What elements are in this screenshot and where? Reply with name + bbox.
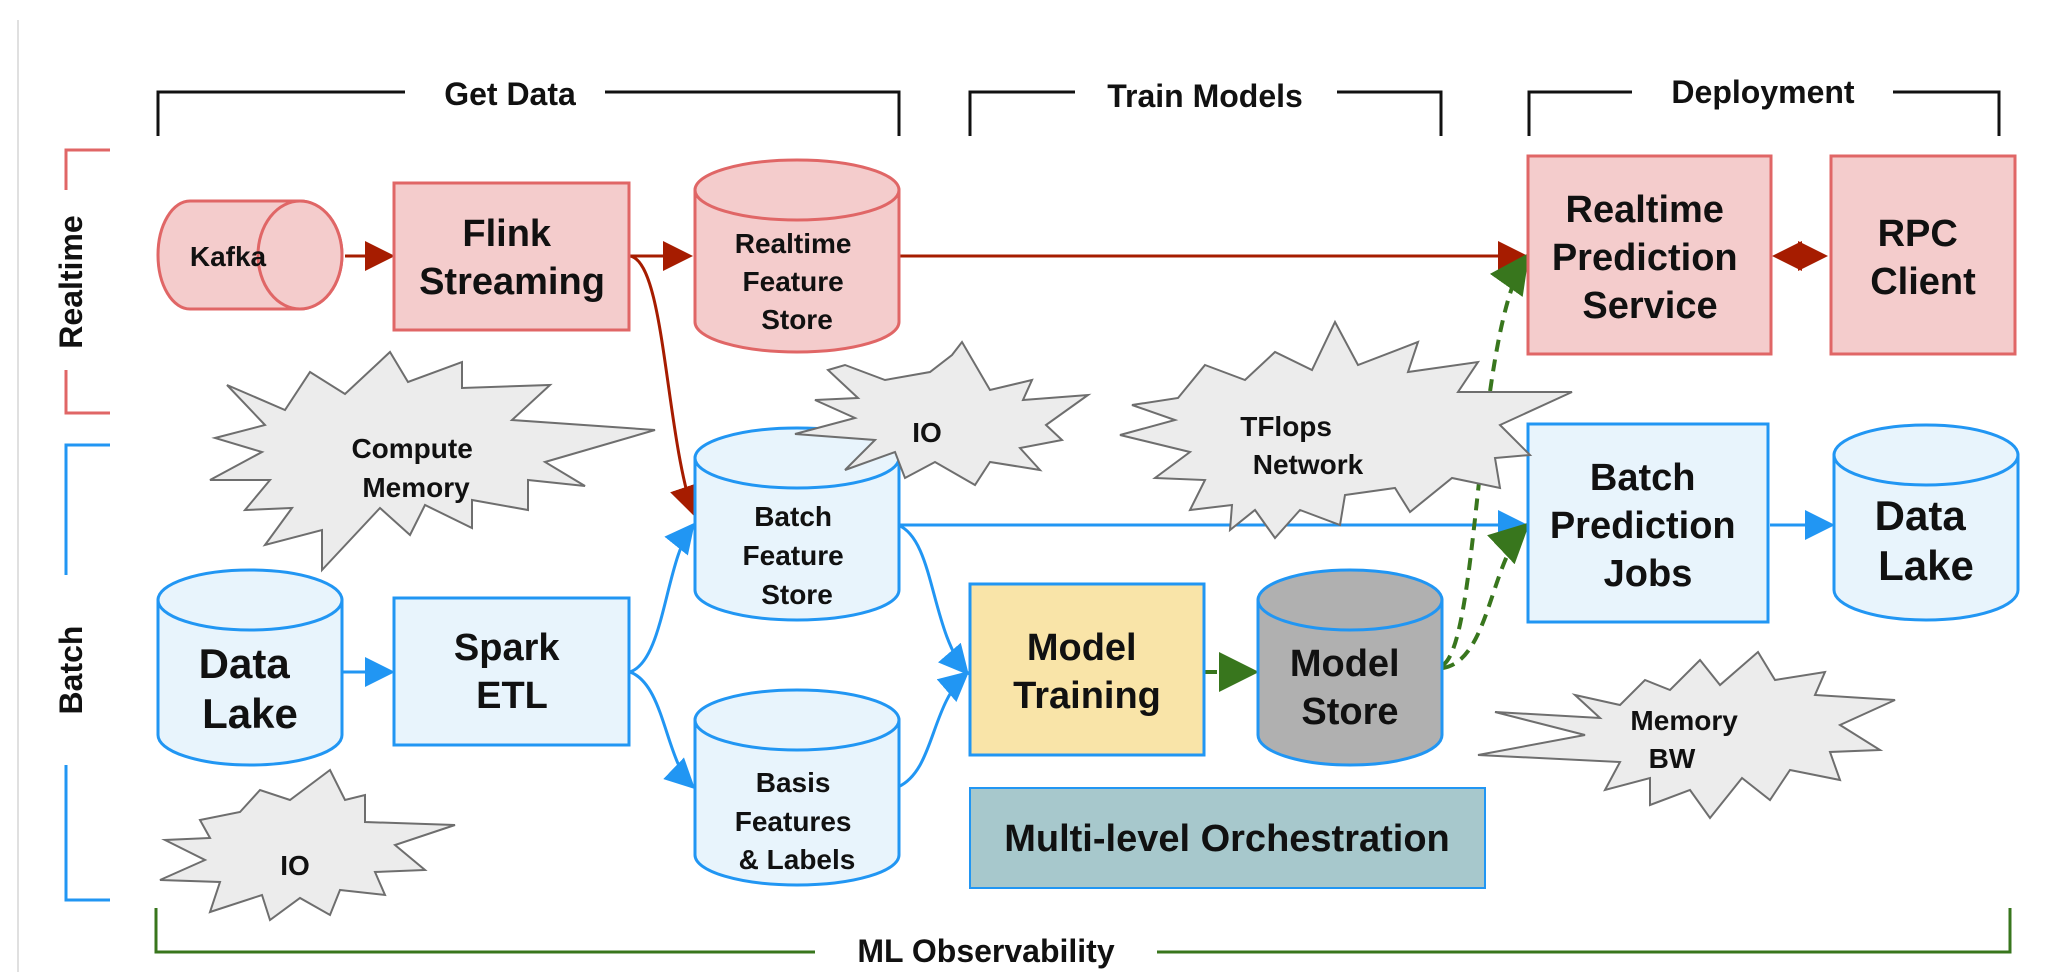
group-label-deployment: Deployment (1671, 74, 1854, 110)
svg-text:Memory BW: Memory BW (1630, 705, 1745, 774)
flink-label-2: Streaming (419, 261, 605, 303)
training-label-1: Model (1027, 627, 1137, 669)
group-label-get-data: Get Data (444, 76, 576, 112)
bracket-ml-observability: ML Observability (154, 908, 2012, 969)
batch-store-label-3: Store (761, 579, 833, 610)
group-label-ml-observability: ML Observability (857, 933, 1114, 969)
svg-text:Batch Feature Stor: Batch Feature Store (743, 501, 852, 610)
node-kafka: Kafka (156, 199, 344, 311)
edge-flink-batchstore (629, 254, 699, 516)
batch-store-label-2: Feature (743, 540, 844, 571)
node-basis-features-labels: Basis Features & Labels (693, 688, 901, 887)
orchestration-box: Multi-level Orchestration (969, 787, 1486, 889)
svg-text:TFlops Network: TFlops Network (1240, 411, 1363, 480)
svg-text:Spark ETL: Spark ETL (454, 627, 570, 717)
tflops-label-2: Network (1253, 449, 1364, 480)
edge-basis-training (897, 671, 970, 789)
node-flink-streaming: Flink Streaming (392, 181, 631, 332)
orchestration-label: Multi-level Orchestration (1004, 818, 1450, 860)
svg-text:Flink Streaming: Flink Streaming (419, 213, 605, 303)
data-lake-in-label-1: Data (199, 640, 291, 687)
rt-pred-label-2: Prediction (1552, 237, 1738, 279)
batch-pred-label-1: Batch (1590, 457, 1696, 499)
svg-text:Data Lake: Data Lake (1875, 492, 1978, 589)
svg-text:Realtime Feature S: Realtime Feature Store (735, 228, 860, 335)
rpc-label-1: RPC (1878, 213, 1958, 255)
node-rpc-client: RPC Client (1829, 154, 2017, 356)
node-batch-prediction-jobs: Batch Prediction Jobs (1526, 422, 1770, 624)
model-store-label-2: Store (1301, 691, 1398, 733)
batch-store-label-1: Batch (754, 501, 832, 532)
training-label-2: Training (1013, 675, 1161, 717)
svg-text:Compute Memory: Compute Memory (351, 433, 480, 503)
rt-store-label-3: Store (761, 304, 833, 335)
lane-realtime: Realtime (52, 148, 110, 415)
rt-pred-label-1: Realtime (1566, 189, 1724, 231)
edge-spark-basis (629, 670, 696, 790)
model-store-label-1: Model (1290, 643, 1400, 685)
basis-label-2: Features (735, 806, 852, 837)
batch-pred-label-3: Jobs (1604, 553, 1693, 595)
rt-store-label-2: Feature (743, 266, 844, 297)
rt-pred-label-3: Service (1582, 285, 1717, 327)
edge-batchstore-training (897, 523, 969, 676)
lane-batch: Batch (52, 443, 110, 902)
data-lake-in-label-2: Lake (202, 690, 298, 737)
svg-text:Batch Prediction J: Batch Prediction Jobs (1550, 457, 1746, 595)
node-data-lake-output: Data Lake (1832, 423, 2020, 622)
callout-compute-memory: Compute Memory (209, 350, 656, 573)
bracket-deployment: Deployment (1527, 74, 2001, 136)
node-data-lake-input: Data Lake (156, 568, 344, 767)
svg-text:Model Training: Model Training (1013, 627, 1161, 717)
memory-bw-label-2: BW (1649, 743, 1696, 774)
memory-bw-label-1: Memory (1630, 705, 1738, 736)
data-lake-out-label-2: Lake (1878, 542, 1974, 589)
rt-store-label-1: Realtime (735, 228, 852, 259)
callout-tflops-network: TFlops Network (1119, 319, 1573, 540)
callout-io-bottom: IO (159, 768, 456, 922)
svg-text:Model Store: Model Store (1290, 643, 1410, 733)
svg-text:Data Lake: Data Lake (199, 640, 302, 737)
io-bottom-label: IO (280, 850, 310, 881)
spark-label-2: ETL (476, 675, 548, 717)
callout-io-top: IO (794, 340, 1092, 487)
svg-text:Realtime Prediction: Realtime Prediction Service (1552, 189, 1748, 327)
flink-label-1: Flink (462, 213, 552, 255)
node-model-training: Model Training (968, 582, 1206, 757)
rpc-label-2: Client (1870, 261, 1976, 303)
data-lake-out-label-1: Data (1875, 492, 1967, 539)
basis-label-1: Basis (756, 767, 831, 798)
io-top-label: IO (912, 417, 942, 448)
basis-label-3: & Labels (739, 844, 856, 875)
node-realtime-feature-store: Realtime Feature Store (693, 158, 901, 354)
lane-label-realtime: Realtime (53, 215, 89, 348)
bracket-get-data: Get Data (156, 76, 901, 136)
svg-text:RPC Client: RPC Client (1870, 213, 1976, 303)
compute-memory-label-1: Compute (351, 433, 472, 464)
svg-text:Basis Features & L: Basis Features & Labels (735, 767, 860, 875)
lane-label-batch: Batch (53, 626, 89, 715)
bracket-train-models: Train Models (968, 78, 1443, 136)
node-realtime-prediction-service: Realtime Prediction Service (1526, 154, 1773, 356)
edge-modelstore-batchpred (1442, 522, 1530, 670)
edge-spark-batchstore (629, 522, 695, 674)
node-spark-etl: Spark ETL (392, 596, 631, 747)
node-batch-feature-store: Batch Feature Store (693, 426, 901, 622)
tflops-label-1: TFlops (1240, 411, 1332, 442)
kafka-label: Kafka (190, 241, 267, 272)
node-model-store: Model Store (1256, 568, 1444, 767)
batch-pred-label-2: Prediction (1550, 505, 1736, 547)
spark-label-1: Spark (454, 627, 560, 669)
group-label-train-models: Train Models (1107, 78, 1303, 114)
callout-memory-bw: Memory BW (1477, 650, 1896, 820)
compute-memory-label-2: Memory (362, 472, 470, 503)
